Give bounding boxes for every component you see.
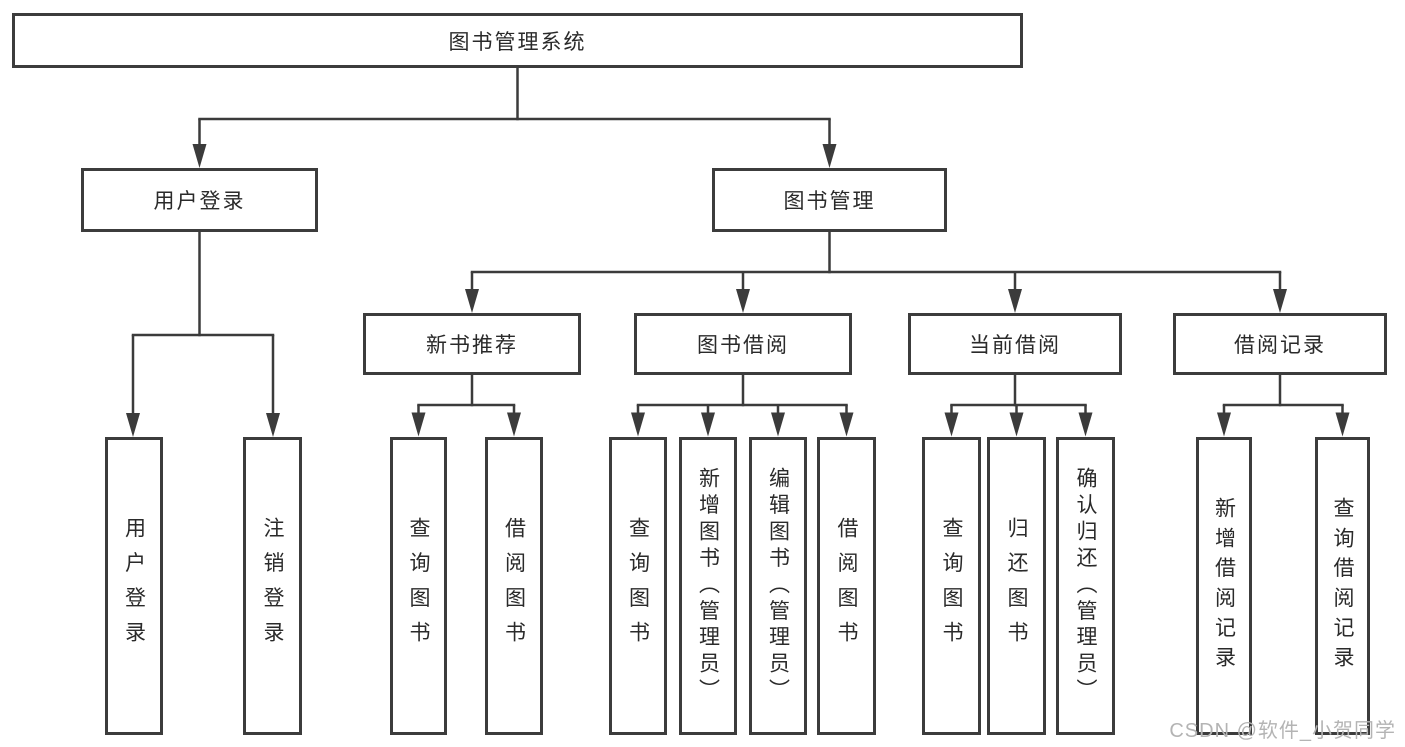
- arrowhead: [1078, 412, 1093, 437]
- leaf-query-books-current: 查询图书: [922, 437, 981, 735]
- arrowhead: [1335, 412, 1350, 437]
- leaf-label: 查询图书: [407, 516, 430, 656]
- leaf-query-books-borrowing: 查询图书: [609, 437, 667, 735]
- connector-root-to-level2: [192, 68, 837, 168]
- node-label: 新书推荐: [426, 334, 518, 357]
- node-borrowing-records: 借阅记录: [1173, 313, 1387, 375]
- node-user-login: 用户登录: [81, 168, 318, 232]
- leaf-label: 借阅图书: [502, 516, 526, 656]
- leaf-label: 查询图书: [626, 516, 650, 656]
- leaf-add-book-admin: 新增图书（管理员）: [679, 437, 737, 735]
- leaf-label: 注销登录: [261, 516, 284, 656]
- node-label: 图书管理系统: [448, 30, 587, 54]
- arrowhead: [839, 412, 854, 437]
- connector-borrow-records-to-leaves: [1217, 375, 1350, 437]
- node-label: 用户登录: [153, 190, 246, 213]
- leaf-query-borrow-record: 查询借阅记录: [1315, 437, 1370, 735]
- arrowhead: [944, 412, 959, 437]
- node-label: 当前借阅: [969, 334, 1061, 357]
- arrowhead: [507, 412, 521, 437]
- node-book-borrowing: 图书借阅: [634, 313, 852, 375]
- arrowhead: [736, 289, 750, 313]
- arrowhead: [465, 289, 479, 313]
- node-current-borrowing: 当前借阅: [908, 313, 1122, 375]
- arrowhead: [822, 144, 837, 168]
- node-label: 图书借阅: [697, 334, 789, 357]
- leaf-label: 新增借阅记录: [1212, 496, 1236, 676]
- node-label: 借阅记录: [1234, 334, 1326, 357]
- leaf-borrow-books-new-book: 借阅图书: [485, 437, 543, 735]
- leaf-add-borrow-record: 新增借阅记录: [1196, 437, 1252, 735]
- node-new-book-recommendation: 新书推荐: [363, 313, 581, 375]
- arrowhead: [1009, 412, 1024, 437]
- connector-book-borrow-to-leaves: [631, 375, 854, 437]
- arrowhead: [266, 413, 280, 437]
- leaf-borrow-books-borrowing: 借阅图书: [817, 437, 876, 735]
- leaf-query-books-new-book: 查询图书: [390, 437, 447, 735]
- arrowhead: [771, 412, 785, 437]
- connector-current-borrow-to-leaves: [944, 375, 1093, 437]
- leaf-label: 编辑图书（管理员）: [766, 466, 790, 706]
- leaf-label: 归还图书: [1005, 516, 1028, 656]
- node-book-management: 图书管理: [712, 168, 947, 232]
- arrowhead: [1217, 412, 1231, 437]
- leaf-label: 用户登录: [122, 516, 146, 656]
- leaf-label: 借阅图书: [835, 516, 858, 656]
- arrowhead: [701, 412, 715, 437]
- arrowhead: [631, 412, 645, 437]
- leaf-label: 查询图书: [940, 516, 963, 656]
- leaf-label: 查询借阅记录: [1331, 496, 1354, 676]
- leaf-edit-book-admin: 编辑图书（管理员）: [749, 437, 807, 735]
- arrowhead: [192, 144, 207, 168]
- node-label: 图书管理: [783, 190, 876, 213]
- leaf-logout: 注销登录: [243, 437, 302, 735]
- node-library-management-system: 图书管理系统: [12, 13, 1023, 68]
- leaf-return-books: 归还图书: [987, 437, 1046, 735]
- leaf-label: 新增图书（管理员）: [696, 466, 720, 706]
- connector-new-book-to-leaves: [411, 375, 521, 437]
- leaf-confirm-return-admin: 确认归还（管理员）: [1056, 437, 1115, 735]
- arrowhead: [1273, 289, 1287, 313]
- connector-book-mgmt-to-level3: [465, 230, 1287, 313]
- arrowhead: [126, 413, 140, 437]
- leaf-user-login: 用户登录: [105, 437, 163, 735]
- arrowhead: [1008, 289, 1022, 313]
- arrowhead: [411, 412, 426, 437]
- leaf-label: 确认归还（管理员）: [1074, 466, 1097, 706]
- csdn-watermark: CSDN @软件_小贺同学: [1169, 720, 1396, 742]
- connector-user-login-to-leaves: [126, 230, 280, 437]
